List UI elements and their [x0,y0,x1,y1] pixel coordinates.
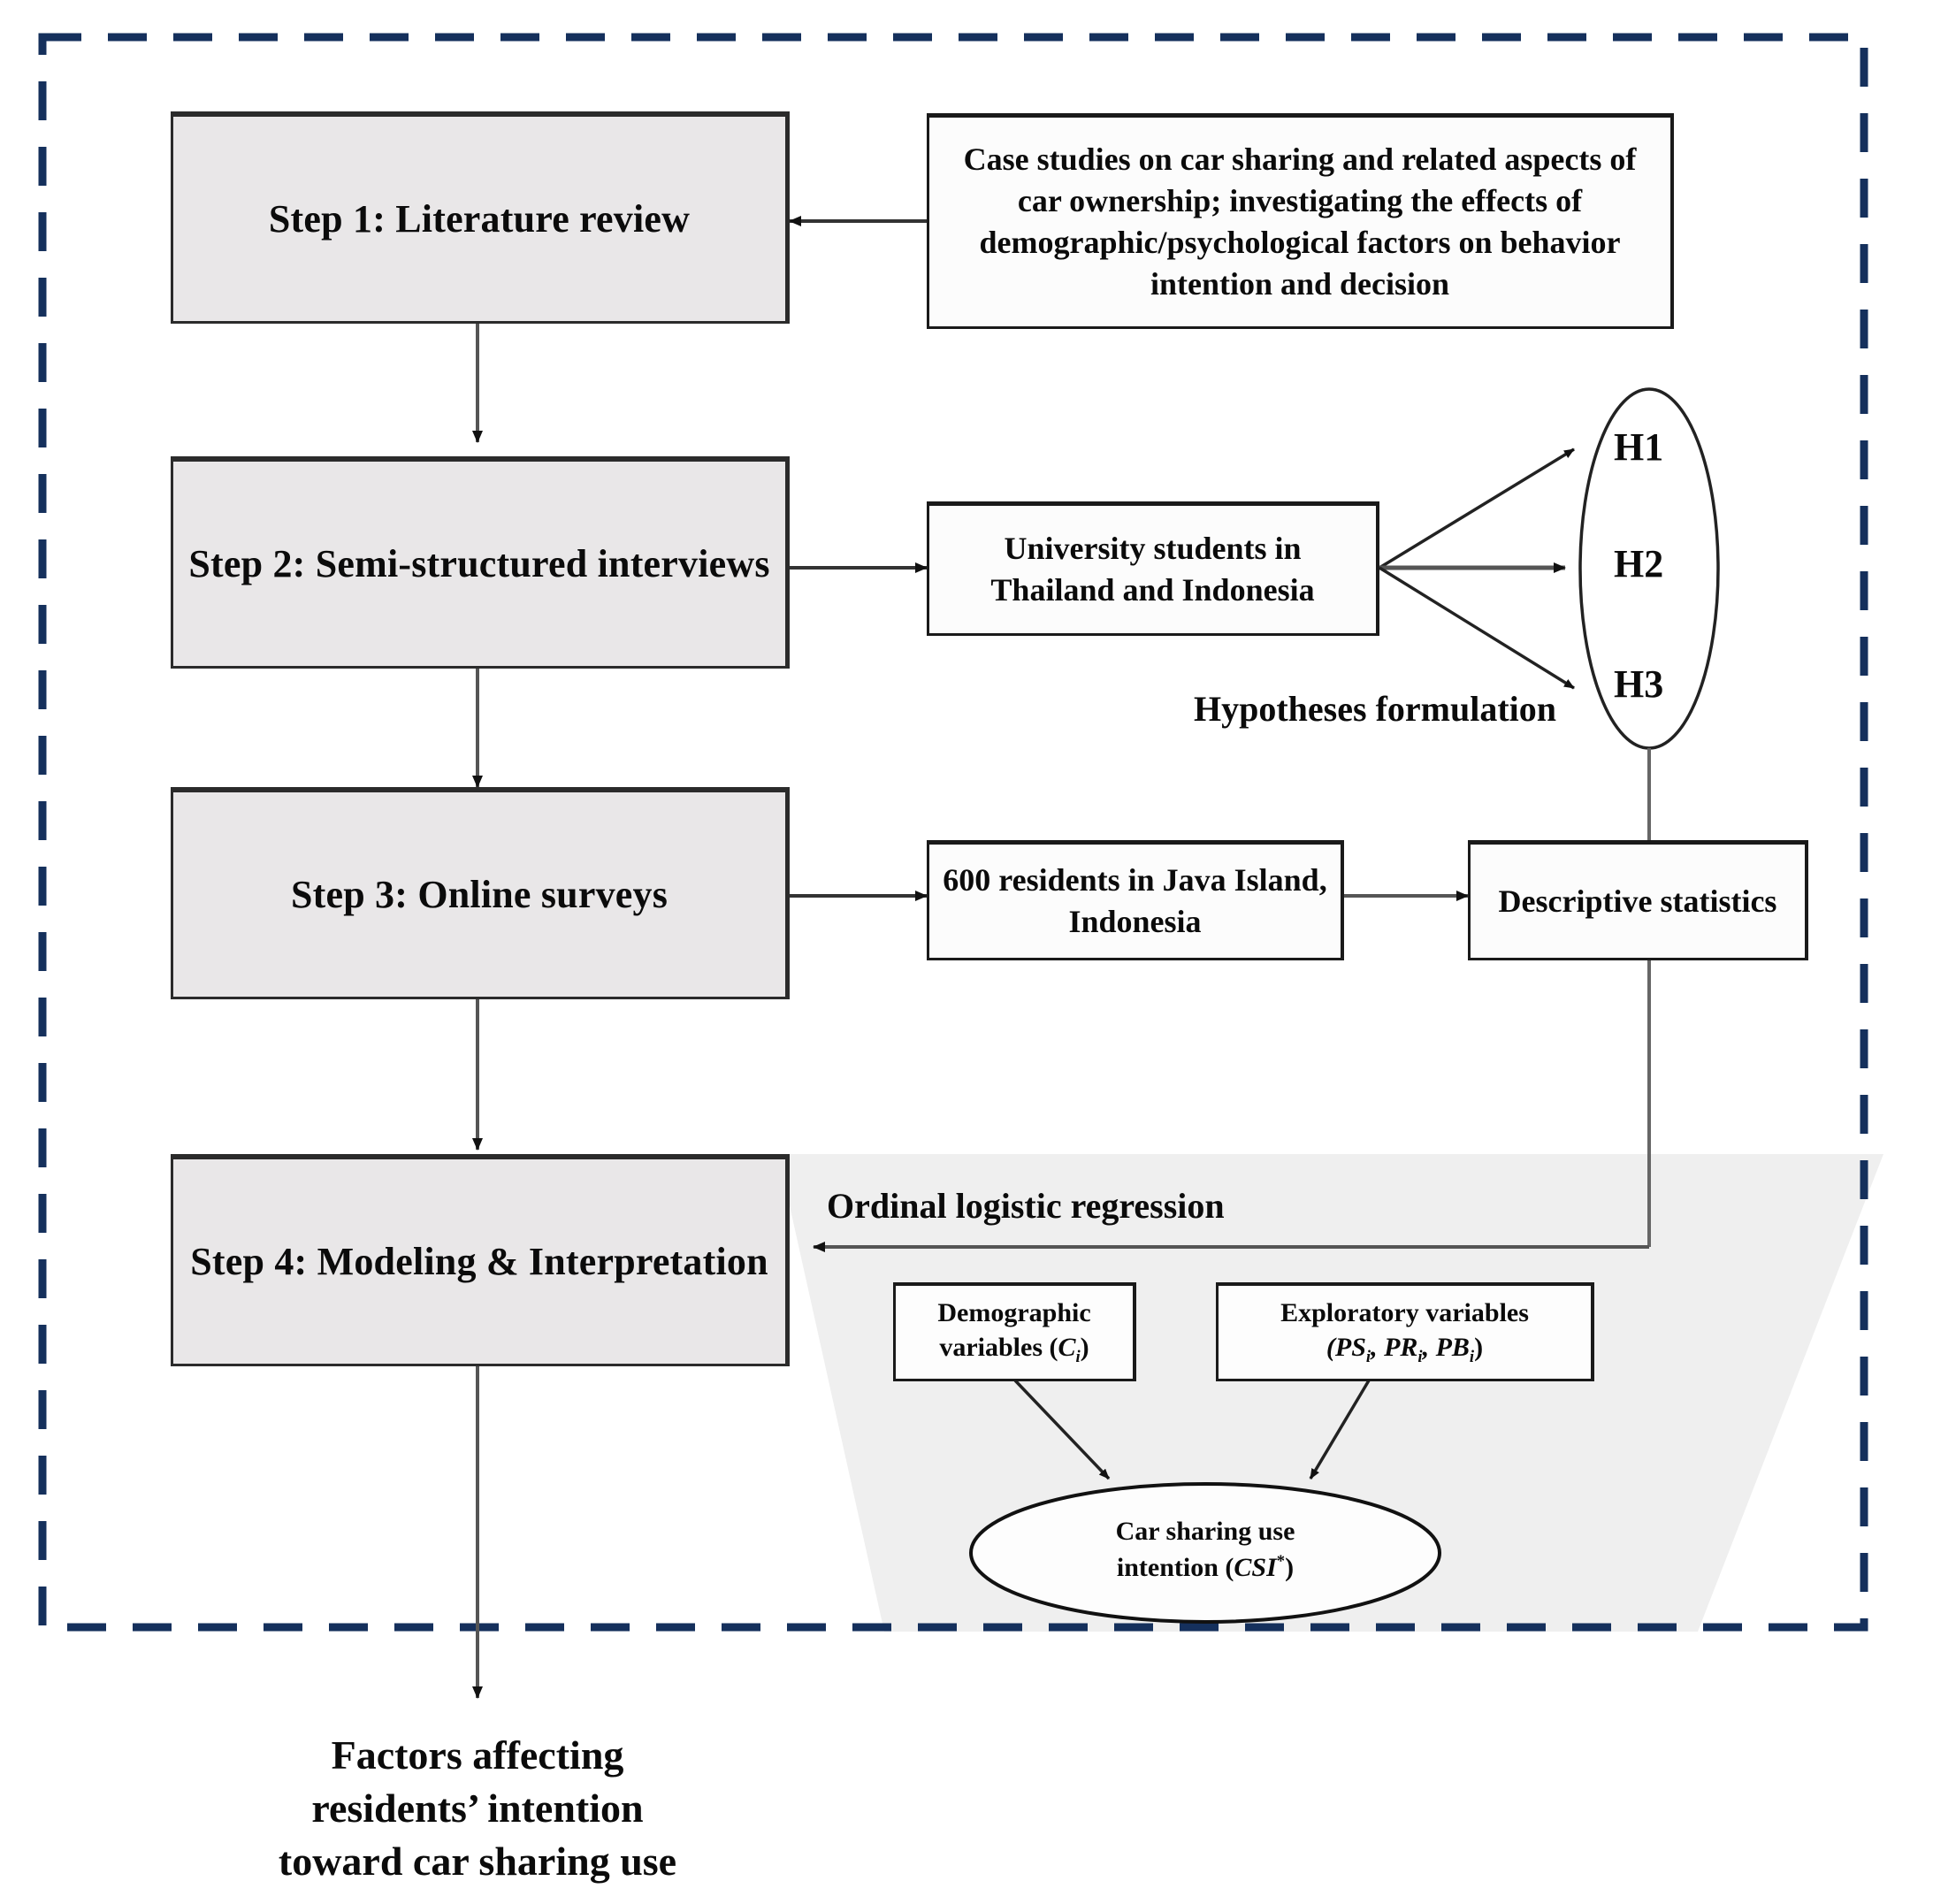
hypothesis-h3-label: H3 [1614,662,1664,706]
connector-students-h1 [1379,447,1575,570]
csi-outcome-ellipse [969,1482,1441,1624]
step-3-box[interactable]: Step 3: Online surveys [171,787,790,999]
step-4-label: Step 4: Modeling & Interpretation [190,1240,768,1283]
dashed-frame [38,33,1868,1632]
ordinal-logistic-regression-label: Ordinal logistic regression [827,1186,1225,1226]
step-1-label: Step 1: Literature review [268,197,691,241]
exploratory-variables-box[interactable]: Exploratory variables (PSi, PRi, PBi) [1216,1282,1594,1381]
survey-residents-box[interactable]: 600 residents in Java Island, Indonesia [927,840,1344,960]
step-3-label: Step 3: Online surveys [290,873,669,916]
step-4-box[interactable]: Step 4: Modeling & Interpretation [171,1154,790,1366]
descriptive-statistics-box[interactable]: Descriptive statistics [1468,840,1808,960]
exploratory-variables-label: Exploratory variables (PSi, PRi, PBi) [1280,1298,1529,1367]
hypothesis-h2-label: H2 [1614,542,1664,585]
case-studies-label: Case studies on car sharing and related … [963,141,1637,302]
survey-residents-label: 600 residents in Java Island, Indonesia [943,862,1327,939]
connector-students-h3 [1379,566,1575,690]
outcome-line-2: residents’ intention [311,1785,644,1831]
connector-demographic-outcome [1013,1379,1111,1480]
case-studies-box[interactable]: Case studies on car sharing and related … [927,113,1674,329]
demographic-variables-box[interactable]: Demographic variables (Ci) [893,1282,1136,1381]
connector-exploratory-outcome [1309,1380,1371,1480]
outcome-line-1: Factors affecting [331,1732,624,1778]
university-students-box[interactable]: University students in Thailand and Indo… [927,501,1379,636]
outcome-line-3: toward car sharing use [278,1838,677,1884]
demographic-variables-label: Demographic variables (Ci) [937,1298,1091,1367]
step-2-label: Step 2: Semi-structured interviews [188,542,770,585]
hypothesis-h1-label: H1 [1614,425,1664,469]
step-2-box[interactable]: Step 2: Semi-structured interviews [171,456,790,669]
university-students-label: University students in Thailand and Indo… [990,531,1315,608]
final-outcome-text: Factors affecting residents’ intention t… [168,1729,787,1887]
hypotheses-formulation-caption: Hypotheses formulation [1194,689,1556,729]
step-1-box[interactable]: Step 1: Literature review [171,111,790,324]
csi-outcome-label: Car sharing use intention (CSI*) [1115,1517,1295,1582]
descriptive-statistics-label: Descriptive statistics [1498,883,1777,919]
